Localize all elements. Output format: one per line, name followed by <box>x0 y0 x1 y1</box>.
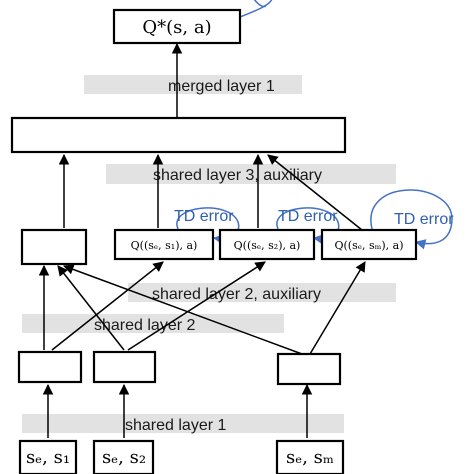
q-star-output-box <box>112 8 242 45</box>
aux-q-label-2: Q((sₑ, s₂), a) <box>234 239 301 252</box>
shared-layer-3-band <box>106 164 396 184</box>
arrow-l1c-to-l2 <box>63 264 303 355</box>
arrow-l1b-to-l2 <box>57 265 125 351</box>
input-box-2 <box>92 439 155 474</box>
shared-layer-2-aux-band <box>128 283 396 302</box>
arrow-l1c-to-auxm <box>309 261 366 355</box>
input-box-1 <box>18 439 78 474</box>
merged-layer-band <box>84 75 302 94</box>
output-loop-tail <box>253 0 267 8</box>
input-box-m <box>275 439 345 474</box>
connection-arrows <box>38 42 366 438</box>
input-label-1: sₑ, s₁ <box>26 447 70 468</box>
output-loop <box>239 0 273 18</box>
td-error-label-m: TD error <box>394 211 454 228</box>
shared-layer-2-node <box>20 228 88 266</box>
arrow-auxm-to-merged <box>267 154 363 231</box>
aux-q-label-m: Q((sₑ, sₘ), a) <box>334 239 403 252</box>
merged-layer-label: merged layer 1 <box>168 78 275 95</box>
merged-layer-box <box>10 116 347 154</box>
td-error-label-1: TD error <box>174 208 234 225</box>
aux-q-box-m <box>320 228 418 261</box>
td-error-label-2: TD error <box>278 208 338 225</box>
shared-layer-1-node-2 <box>92 350 157 384</box>
arrow-l1a-to-aux1 <box>51 261 164 351</box>
aux-q-box-2 <box>218 228 316 261</box>
aux-q-box-1 <box>113 228 215 261</box>
shared-layer-2-aux-label: shared layer 2, auxiliary <box>152 286 321 303</box>
input-label-2: sₑ, s₂ <box>102 447 146 468</box>
arrow-l1b-to-aux2 <box>127 261 266 351</box>
shared-layer-3-label: shared layer 3, auxiliary <box>153 167 322 184</box>
shared-layer-2-band <box>22 314 284 333</box>
aux-q-label-1: Q((sₑ, s₁), a) <box>131 239 198 252</box>
shared-layer-1-band <box>22 414 344 433</box>
input-label-m: sₑ, sₘ <box>286 447 334 468</box>
shared-layer-1-label: shared layer 1 <box>125 417 226 434</box>
q-star-output-label: Q*(s, a) <box>142 17 211 38</box>
shared-layer-2-label: shared layer 2 <box>94 317 195 334</box>
shared-layer-1-node-1 <box>17 350 83 384</box>
shared-layer-1-node-m <box>276 352 342 386</box>
td-loop-3 <box>370 189 453 250</box>
